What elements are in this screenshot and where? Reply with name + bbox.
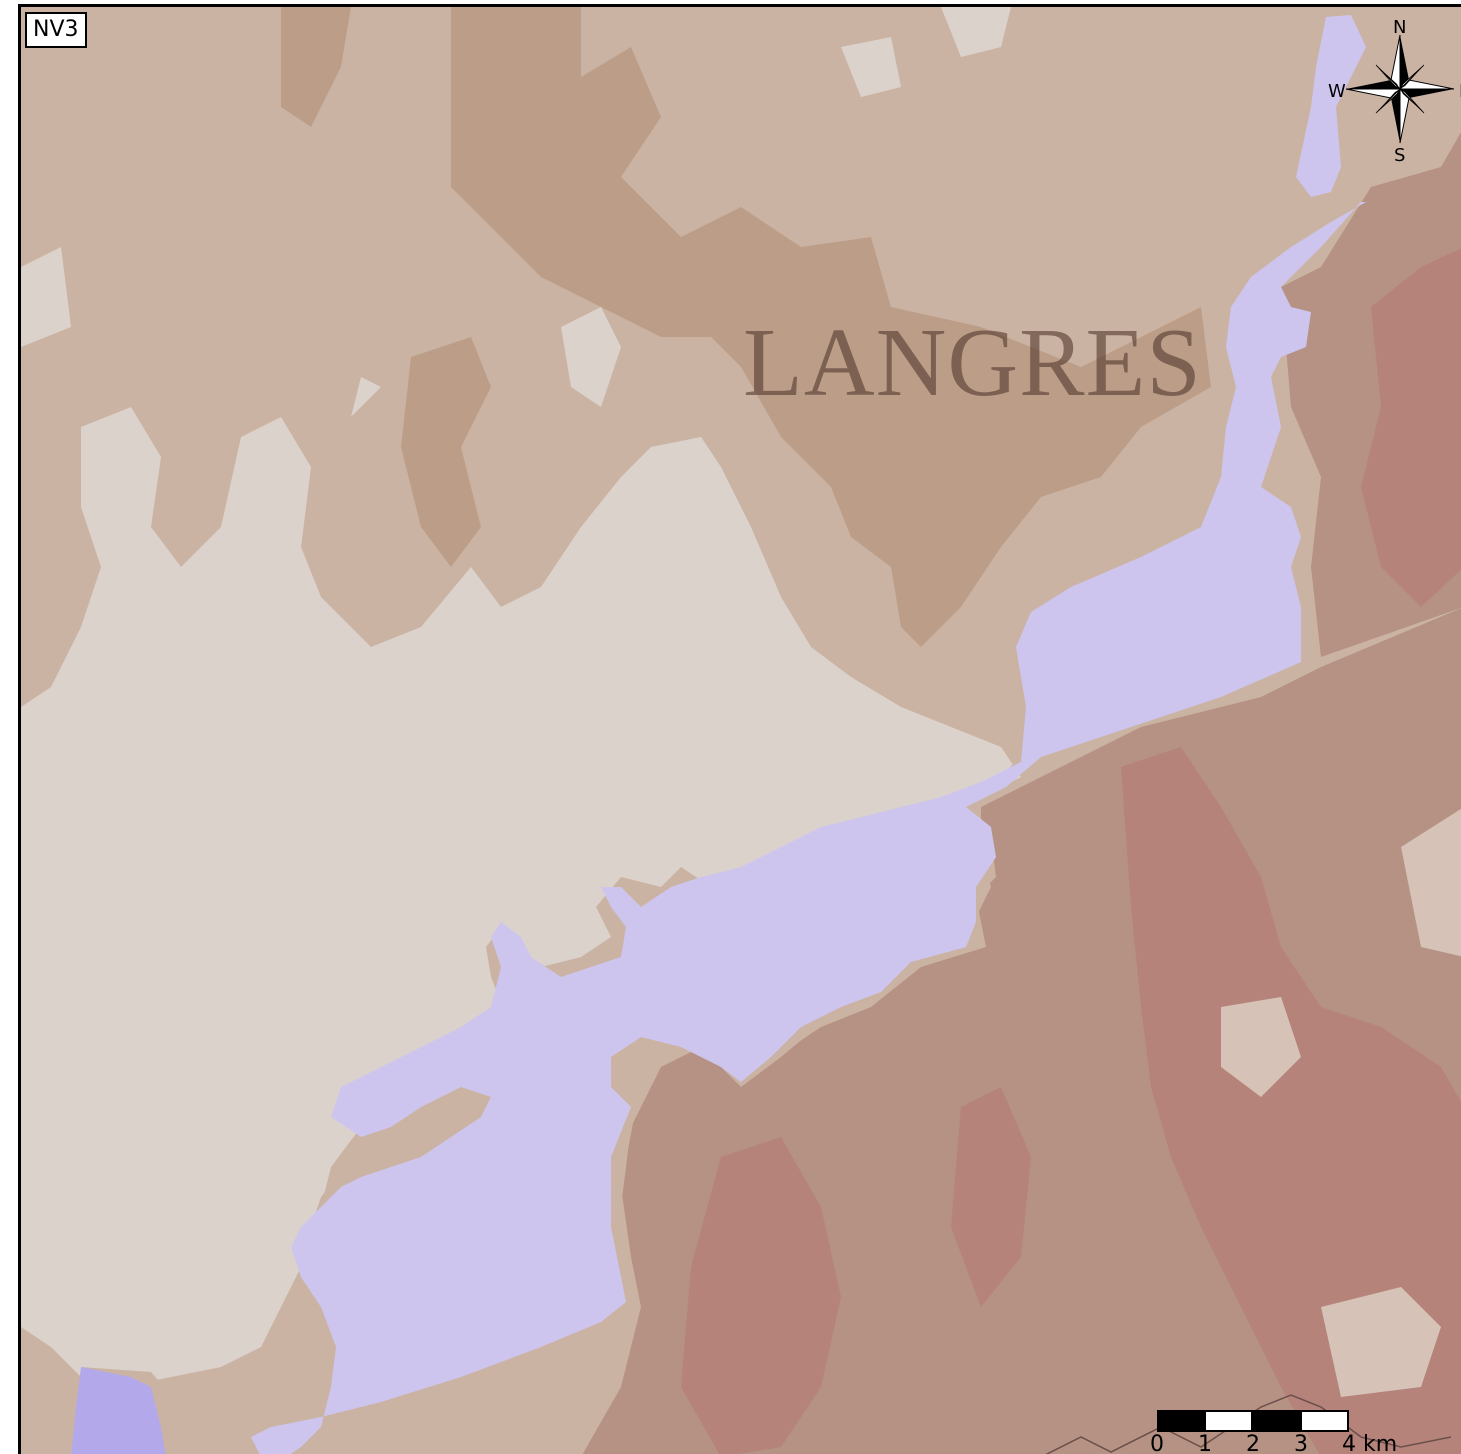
compass-west-label: W [1328,81,1346,102]
scale-segment [1252,1410,1301,1432]
scale-segment [1300,1410,1349,1432]
scale-tick-label: 0 [1150,1432,1164,1454]
slope-area [451,7,1211,647]
scale-tick-label: 3 [1294,1432,1308,1454]
map-panel: NV3 LANGRES N S [18,4,1461,1454]
slope-area [401,337,491,567]
plateau-area [1321,1287,1441,1397]
plateau-area [1401,808,1461,957]
panel-label: NV3 [25,12,87,48]
scale-bar: 0 1 2 3 4 km [1146,1410,1397,1454]
compass-north-label: N [1393,17,1407,38]
valley-deep-area [1361,248,1461,607]
valley-deep-area [681,1137,841,1454]
plateau-area [21,247,71,347]
plateau-area [561,307,621,407]
valley-deep-area [951,1087,1031,1307]
scale-tick-label: 4 km [1342,1432,1398,1454]
compass-east-label: E [1459,81,1461,102]
scale-tick-label: 1 [1198,1432,1212,1454]
lake-area [1296,15,1366,197]
slope-area [281,7,351,127]
compass-rose: N S W E [1321,11,1461,171]
place-name-label: LANGRES [743,309,1202,417]
lake-area [251,202,1366,1454]
compass-south-label: S [1394,145,1406,166]
valley-deep-area [1121,747,1461,1454]
boundary-line [1045,1394,1452,1454]
terrain-relief [21,7,1461,1454]
plateau-area [351,377,381,417]
plateau-area [941,7,1011,57]
compass-star-icon [1345,34,1455,144]
scale-segment [1204,1410,1253,1432]
plateau-area [1221,997,1301,1097]
plateau-area [21,407,1021,1387]
scale-tick-label: 2 [1246,1432,1260,1454]
lake-inlet-area [71,1367,166,1454]
scale-segment [1157,1410,1206,1432]
plateau-area [841,37,901,97]
